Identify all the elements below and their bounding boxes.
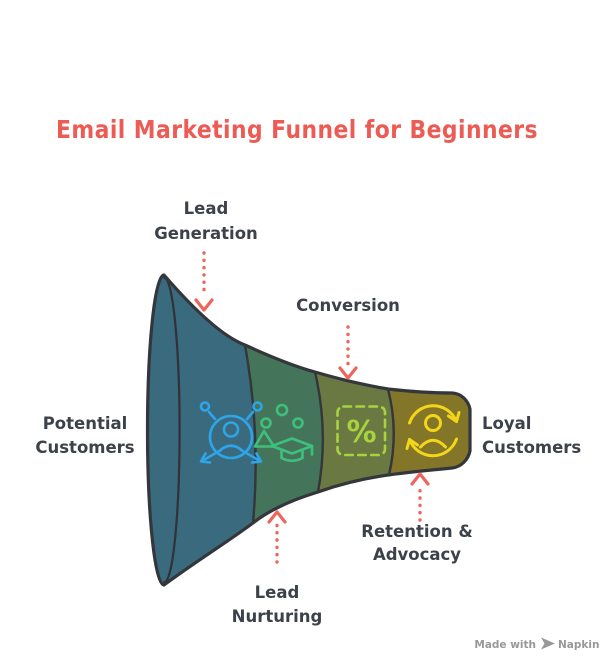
lead-nurturing-arrow (267, 510, 287, 564)
funnel-stage-lead-generation (147, 275, 256, 585)
network-user-icon (199, 401, 263, 464)
funnel-outline (145, 273, 472, 587)
label-lead-nurturing-line1: Lead (255, 583, 300, 602)
watermark-brand: Napkin (558, 639, 599, 651)
label-loyal-customers-line2: Customers (482, 438, 581, 457)
funnel-body (145, 273, 472, 587)
funnel-divider-1 (243, 343, 257, 525)
page-title: Email Marketing Funnel for Beginners (56, 115, 538, 144)
user-cycle-icon (405, 404, 461, 458)
funnel-mouth-inner-arc (163, 276, 181, 584)
funnel-divider-2 (313, 370, 325, 494)
label-potential-customers-line2: Customers (35, 438, 134, 457)
napkin-flag-icon (541, 637, 555, 650)
label-loyal-customers-line1: Loyal (482, 414, 531, 433)
watermark: Made with Napkin (474, 637, 599, 651)
lead-generation-arrow (194, 251, 214, 312)
label-conversion: Conversion (296, 296, 400, 315)
label-lead-generation-line2: Generation (154, 224, 258, 243)
funnel-stage-conversion (315, 372, 394, 492)
label-potential-customers-line1: Potential (43, 414, 128, 433)
label-lead-generation-line1: Lead (184, 199, 229, 218)
label-retention-line2: Advocacy (373, 545, 461, 564)
conversion-arrow (338, 325, 358, 380)
nurture-graduation-icon (253, 403, 314, 463)
funnel-divider-3 (386, 387, 395, 477)
funnel-stage-retention (388, 389, 470, 475)
stage-labels: Lead Generation Conversion Lead Nurturin… (35, 199, 581, 626)
funnel-stage-lead-nurturing (245, 345, 323, 523)
label-lead-nurturing-line2: Nurturing (232, 607, 323, 626)
retention-advocacy-arrow (410, 472, 430, 522)
percent-offer-icon: % (336, 405, 387, 457)
watermark-prefix: Made with (474, 639, 536, 651)
label-retention-line1: Retention & (361, 522, 472, 541)
percent-symbol: % (346, 415, 376, 450)
